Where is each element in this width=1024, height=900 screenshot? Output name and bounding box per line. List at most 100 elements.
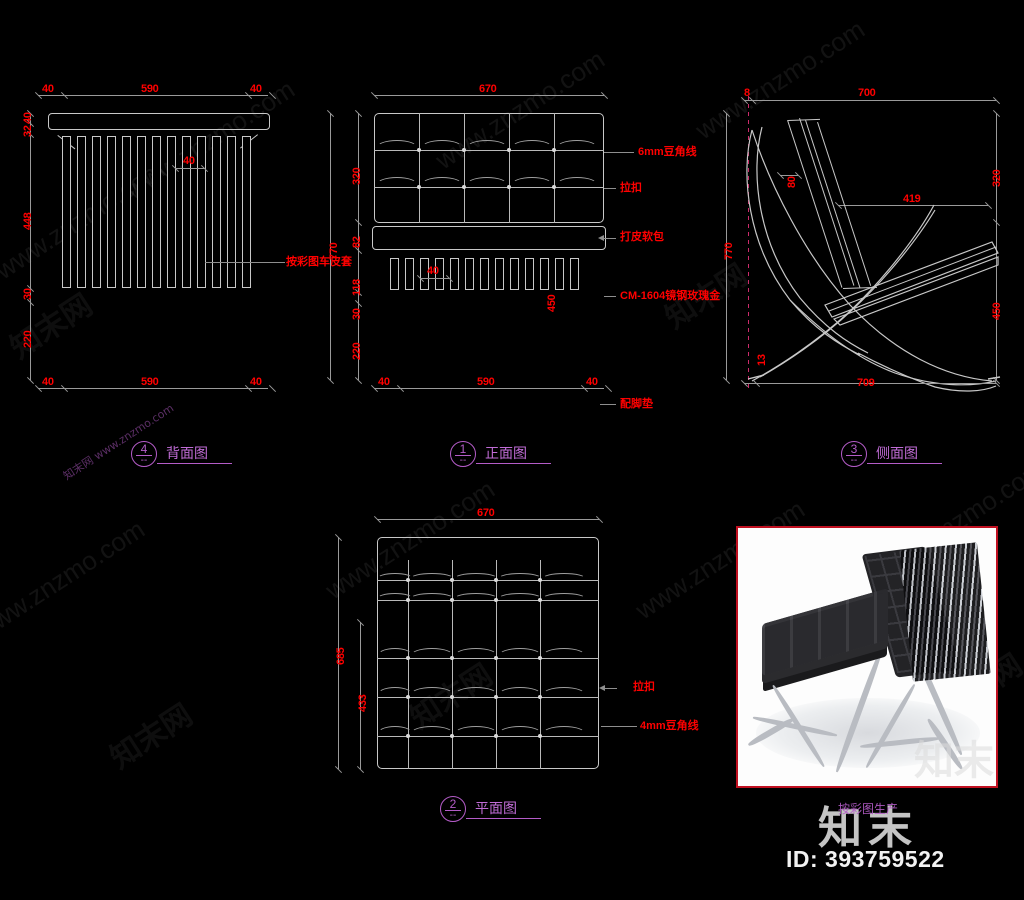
tuft-button: [538, 656, 542, 660]
bubble-divider: [136, 455, 152, 456]
view-side-bubble: 3 --: [841, 441, 867, 467]
view-back-title: 背面图: [166, 446, 208, 462]
dim-back-left-4: 30: [22, 288, 34, 300]
note-front-piping: 6mm豆角线: [638, 146, 697, 158]
tuft-button: [450, 598, 454, 602]
dim-side-13: 13: [756, 354, 768, 366]
drawing-id-label: ID: 393759522: [786, 846, 945, 872]
dim-back-top-3: 40: [250, 83, 262, 95]
production-note: 按彩图生产: [838, 802, 899, 816]
back-slat: [92, 136, 101, 288]
front-slat: [480, 258, 489, 290]
tuft-button: [494, 734, 498, 738]
tuft-button: [406, 695, 410, 699]
view-plan-underline: [466, 818, 541, 819]
dim-plan-670: 670: [477, 507, 495, 519]
view-front-title: 正面图: [485, 446, 527, 462]
dim-plan-685: 685: [335, 647, 347, 665]
tuft-button: [494, 598, 498, 602]
tuft-button: [450, 695, 454, 699]
front-slat: [570, 258, 579, 290]
front-slat: [420, 258, 429, 290]
dim-front-bottom-2: 590: [477, 376, 495, 388]
photo-corner-watermark: 知末: [914, 738, 994, 784]
chair-reference-photo: 知末: [736, 526, 998, 788]
front-slat: [405, 258, 414, 290]
tuft-button: [417, 185, 421, 189]
dim-side-8: 8: [744, 87, 750, 99]
back-slat: [137, 136, 146, 288]
front-tufted-back: [374, 113, 604, 223]
dim-back-bottom-2: 590: [141, 376, 159, 388]
view-plan-bubble: 2 --: [440, 796, 466, 822]
view-front-bubble: 1 --: [450, 441, 476, 467]
dim-side-700: 700: [858, 87, 876, 99]
dim-plan-433: 433: [357, 694, 369, 712]
znzmo-logo: 知末: [818, 803, 918, 854]
tuft-button: [538, 734, 542, 738]
dim-back-left-2: 32: [22, 125, 34, 137]
back-slat: [107, 136, 116, 288]
tuft-button: [450, 734, 454, 738]
front-slat: [540, 258, 549, 290]
tuft-button: [494, 578, 498, 582]
back-slat: [212, 136, 221, 288]
front-slat: [465, 258, 474, 290]
view-side-number: 3: [850, 442, 858, 456]
back-slat: [167, 136, 176, 288]
view-side-underline: [867, 463, 942, 464]
tuft-button: [406, 598, 410, 602]
dim-front-inner-40: 40: [427, 265, 439, 277]
dim-side-709: 709: [857, 377, 875, 389]
tuft-button: [406, 656, 410, 660]
back-slat: [77, 136, 86, 288]
note-front-upholstery: 打皮软包: [620, 231, 664, 243]
dim-back-bottom-1: 40: [42, 376, 54, 388]
bubble-divider: [455, 455, 471, 456]
dim-back-left-3: 448: [22, 212, 34, 230]
view-front-underline: [476, 463, 551, 464]
dim-back-left-1: 40: [22, 112, 34, 124]
photo-leather-straps: [899, 542, 991, 682]
tuft-button: [450, 656, 454, 660]
side-frame-curves: [746, 126, 1001, 392]
dim-back-top-1: 40: [42, 83, 54, 95]
front-slat: [510, 258, 519, 290]
tuft-button: [462, 185, 466, 189]
view-back-dash: --: [140, 455, 148, 466]
dim-front-30: 30: [351, 308, 363, 320]
side-centerline: [748, 96, 749, 390]
front-slat: [435, 258, 444, 290]
front-slat: [555, 258, 564, 290]
view-side-dash: --: [850, 455, 858, 466]
tuft-button: [552, 148, 556, 152]
back-slat: [242, 136, 251, 288]
note-front-foot-pad: 配脚垫: [620, 398, 653, 410]
back-slat: [152, 136, 161, 288]
front-slat: [390, 258, 399, 290]
tuft-button: [462, 148, 466, 152]
note-plan-buttons: 拉扣: [633, 681, 655, 693]
tuft-button: [538, 695, 542, 699]
note-front-buttons: 拉扣: [620, 182, 642, 194]
tuft-button: [507, 185, 511, 189]
front-slat: [525, 258, 534, 290]
tuft-button: [538, 578, 542, 582]
view-back-bubble: 4 --: [131, 441, 157, 467]
tuft-button: [417, 148, 421, 152]
tuft-button: [450, 578, 454, 582]
note-plan-piping: 4mm豆角线: [640, 720, 699, 732]
note-front-frame-finish: CM-1604镜钢玫瑰金: [620, 290, 721, 302]
front-slat: [495, 258, 504, 290]
tuft-button: [406, 578, 410, 582]
back-slat: [227, 136, 236, 288]
front-slat: [450, 258, 459, 290]
back-slat: [197, 136, 206, 288]
plan-tufted-back: [377, 560, 599, 622]
dim-side-419: 419: [903, 193, 921, 205]
dim-front-770: 770: [328, 242, 340, 260]
plan-tufted-seat: [377, 622, 599, 769]
dim-front-bottom-1: 40: [378, 376, 390, 388]
